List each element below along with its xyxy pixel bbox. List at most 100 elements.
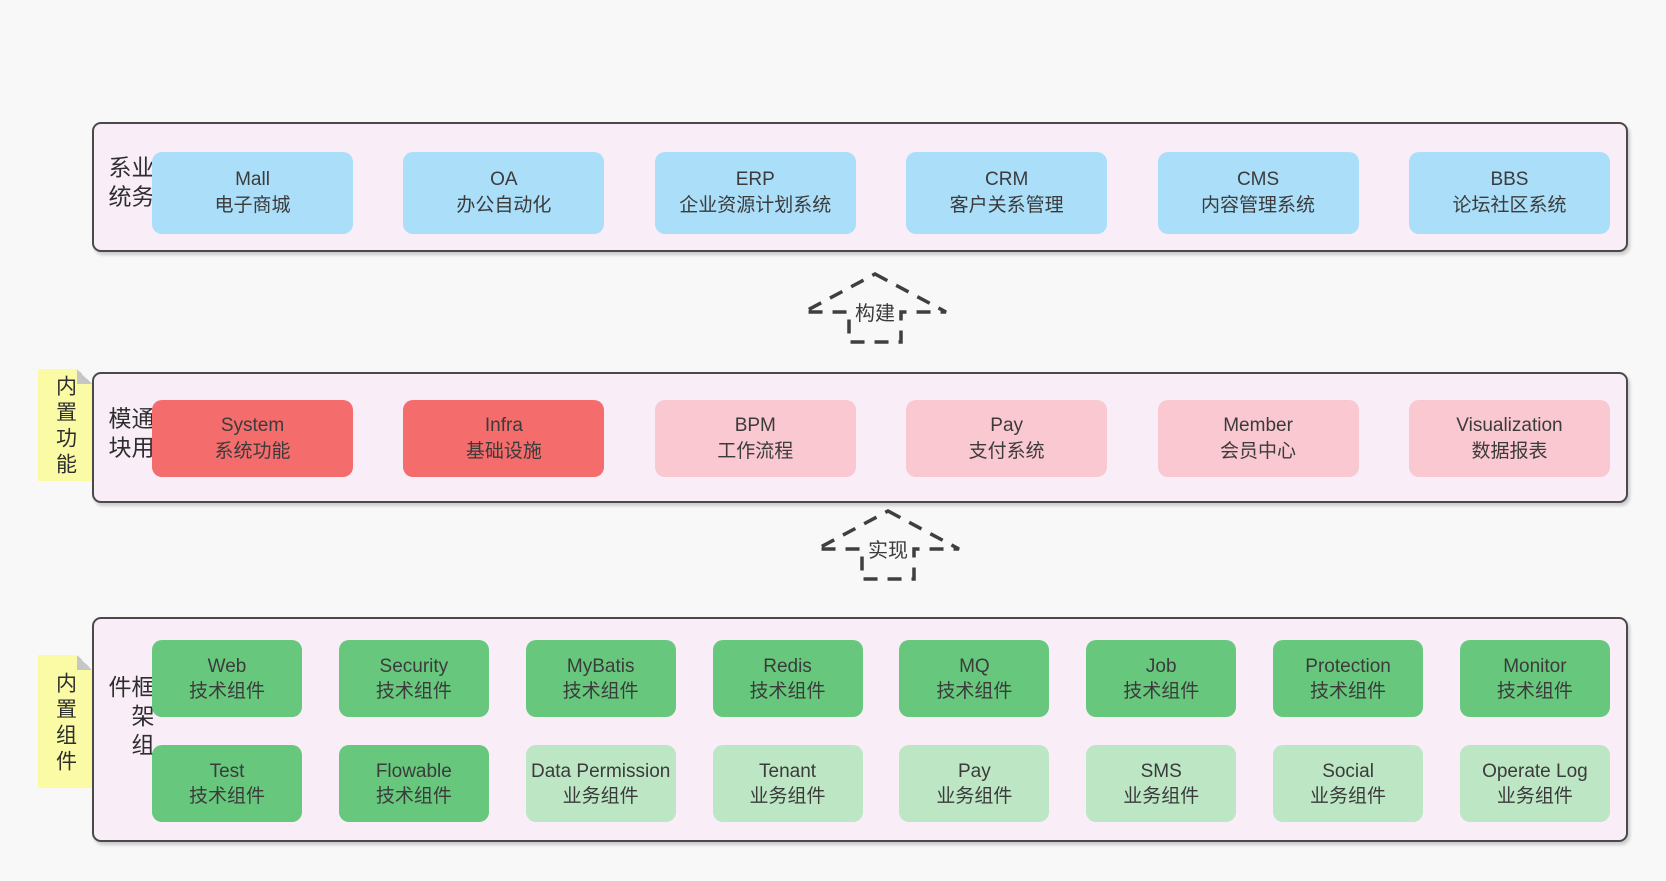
box-title-en: Job (1145, 655, 1177, 677)
box-title-en: Web (207, 655, 247, 677)
box-row: Test 技术组件 Flowable 技术组件 Data Permission … (152, 745, 1610, 822)
box-title-zh: 业务组件 (749, 785, 826, 807)
box-job: Job 技术组件 (1086, 640, 1237, 717)
arrow-label: 构建 (852, 297, 898, 326)
box-flowable: Flowable 技术组件 (338, 745, 489, 822)
box-social: Social 业务组件 (1273, 745, 1424, 822)
box-title-en: BPM (734, 414, 776, 436)
layer-label: 框架组件 (105, 674, 154, 762)
box-title-zh: 业务组件 (1123, 785, 1200, 807)
box-title-zh: 技术组件 (749, 680, 826, 702)
box-title-en: SMS (1140, 760, 1182, 782)
box-cms: CMS 内容管理系统 (1157, 152, 1359, 234)
box-title-zh: 技术组件 (188, 680, 265, 702)
box-title-zh: 企业资源计划系统 (679, 195, 832, 216)
box-web: Web 技术组件 (152, 640, 302, 717)
box-title-zh: 技术组件 (1496, 680, 1573, 702)
box-mall: Mall 电子商城 (152, 152, 353, 234)
box-erp: ERP 企业资源计划系统 (654, 152, 856, 234)
box-title-zh: 会员中心 (1220, 440, 1297, 462)
arrow-build: 构建 (800, 271, 950, 345)
box-title-zh: 技术组件 (1310, 680, 1387, 702)
folded-corner-icon (77, 655, 92, 670)
box-title-en: CRM (985, 169, 1029, 190)
box-test: Test 技术组件 (152, 745, 302, 822)
block-arrow-up-icon (803, 272, 947, 344)
box-title-en: MyBatis (566, 655, 635, 677)
box-title-en: Test (209, 760, 245, 782)
box-title-en: Pay (958, 760, 991, 782)
box-title-en: Social (1322, 760, 1374, 782)
box-title-en: Operate Log (1482, 760, 1588, 782)
layer-label: 业务系统 (105, 155, 154, 214)
sticky-note-builtin-components: 内置组件 (38, 655, 92, 788)
box-mq: MQ 技术组件 (899, 640, 1050, 717)
box-title-zh: 办公自动化 (456, 195, 552, 216)
box-title-en: Mall (235, 169, 270, 190)
box-title-en: Infra (484, 414, 523, 436)
box-bpm: BPM 工作流程 (654, 400, 856, 477)
box-title-en: MQ (959, 655, 990, 677)
box-title-zh: 业务组件 (1310, 785, 1387, 807)
box-sms: SMS 业务组件 (1086, 745, 1237, 822)
box-bbs: BBS 论坛社区系统 (1408, 152, 1610, 234)
box-member: Member 会员中心 (1157, 400, 1359, 477)
box-title-en: System (220, 414, 285, 436)
box-title-zh: 技术组件 (375, 680, 452, 702)
box-title-zh: 技术组件 (375, 785, 452, 807)
box-title-en: Tenant (759, 760, 817, 782)
box-row: Mall 电子商城 OA 办公自动化 ERP 企业资源计划系统 CRM 客户关系… (152, 152, 1610, 234)
box-title-en: Protection (1305, 655, 1391, 677)
box-title-en: Redis (763, 655, 812, 677)
box-title-zh: 业务组件 (562, 785, 639, 807)
box-visualization: Visualization 数据报表 (1408, 400, 1610, 477)
arrow-implement: 实现 (813, 508, 963, 582)
box-monitor: Monitor 技术组件 (1459, 640, 1610, 717)
box-crm: CRM 客户关系管理 (906, 152, 1108, 234)
box-title-en: Visualization (1456, 414, 1563, 436)
box-infra: Infra 基础设施 (403, 400, 605, 477)
box-title-zh: 技术组件 (1123, 680, 1200, 702)
block-arrow-up-icon (816, 509, 960, 581)
box-title-zh: 支付系统 (968, 440, 1045, 462)
box-title-zh: 技术组件 (936, 680, 1013, 702)
box-title-zh: 论坛社区系统 (1452, 195, 1567, 216)
sticky-note-text: 内置组件 (53, 672, 77, 777)
box-title-zh: 数据报表 (1471, 440, 1548, 462)
layer-framework-components: 框架组件 Web 技术组件 Security 技术组件 MyBatis 技术组件… (92, 617, 1628, 842)
layer-common-modules: 通用模块 System 系统功能 Infra 基础设施 BPM 工作流程 Pay… (92, 372, 1628, 503)
box-protection: Protection 技术组件 (1273, 640, 1424, 717)
box-title-zh: 系统功能 (214, 440, 291, 462)
layer-label: 通用模块 (105, 405, 154, 464)
box-title-en: Monitor (1503, 655, 1567, 677)
box-row: Web 技术组件 Security 技术组件 MyBatis 技术组件 Redi… (152, 640, 1610, 717)
box-title-zh: 内容管理系统 (1201, 195, 1316, 216)
box-title-en: Pay (990, 414, 1024, 436)
box-oa: OA 办公自动化 (403, 152, 605, 234)
box-tenant: Tenant 业务组件 (712, 745, 863, 822)
folded-corner-icon (77, 369, 92, 384)
box-pay-biz: Pay 业务组件 (899, 745, 1050, 822)
box-pay: Pay 支付系统 (906, 400, 1108, 477)
box-title-zh: 业务组件 (936, 785, 1013, 807)
box-title-en: ERP (735, 169, 775, 190)
box-title-zh: 电子商城 (214, 195, 291, 216)
box-title-zh: 技术组件 (562, 680, 639, 702)
box-title-en: Flowable (375, 760, 452, 782)
layer-business-systems: 业务系统 Mall 电子商城 OA 办公自动化 ERP 企业资源计划系统 CRM… (92, 122, 1628, 252)
box-title-zh: 客户关系管理 (949, 195, 1064, 216)
box-title-en: OA (490, 169, 518, 190)
sticky-note-builtin-features: 内置功能 (38, 369, 92, 481)
box-title-en: BBS (1490, 169, 1529, 190)
box-row: System 系统功能 Infra 基础设施 BPM 工作流程 Pay 支付系统… (152, 400, 1610, 477)
box-title-en: CMS (1236, 169, 1280, 190)
box-security: Security 技术组件 (338, 640, 489, 717)
box-title-zh: 业务组件 (1496, 785, 1573, 807)
box-title-en: Security (379, 655, 449, 677)
box-system: System 系统功能 (152, 400, 353, 477)
box-title-zh: 工作流程 (717, 440, 794, 462)
box-title-zh: 技术组件 (188, 785, 265, 807)
box-title-en: Member (1223, 414, 1293, 436)
box-mybatis: MyBatis 技术组件 (525, 640, 676, 717)
